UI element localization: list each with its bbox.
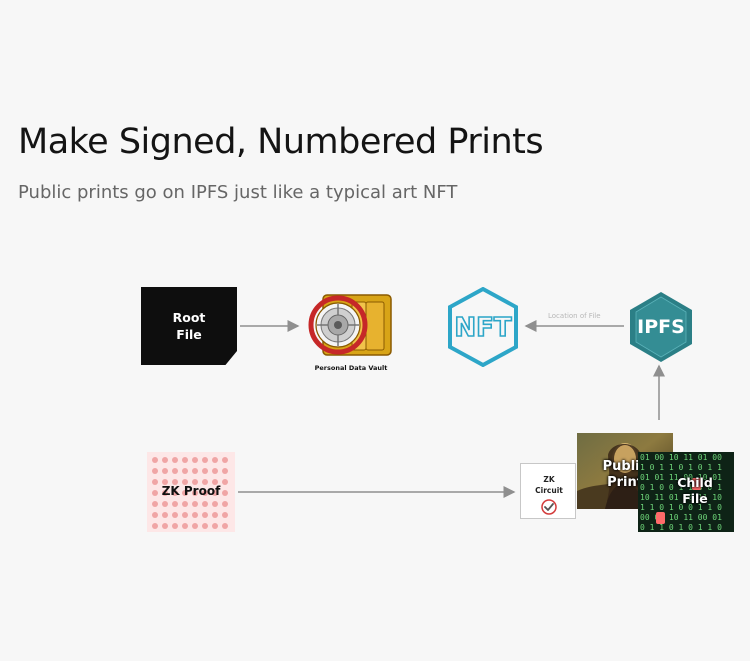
svg-text:0 1 0 0 1 1 0 0 1: 0 1 0 0 1 1 0 0 1 [640, 483, 722, 492]
zk-proof-pattern [147, 452, 235, 532]
child-file-label: Child File [677, 475, 713, 506]
child-file-image: 01 00 10 11 01 00 1 0 1 1 0 1 0 1 1 01 0… [638, 452, 734, 532]
svg-text:01 00 10 11 01 00: 01 00 10 11 01 00 [640, 453, 722, 462]
vault-icon [308, 294, 392, 356]
svg-text:00 01 10 11 00 01: 00 01 10 11 00 01 [640, 513, 722, 522]
zk-circuit-node: ZK Circuit [520, 463, 576, 519]
svg-text:1 0 1 1 0 1 0 1 1: 1 0 1 1 0 1 0 1 1 [640, 463, 722, 472]
root-file-node: Root File [141, 287, 237, 365]
svg-text:1 1 0 1 0 0 1 1 0: 1 1 0 1 0 0 1 1 0 [640, 503, 722, 512]
public-print-label: Public Print [602, 459, 648, 490]
slide-title: Make Signed, Numbered Prints [18, 122, 544, 162]
ipfs-label: IPFS [637, 316, 685, 338]
nft-icon: NFT [448, 287, 518, 367]
root-file-label: Root File [172, 310, 206, 342]
zk-circuit-label: ZK Circuit [535, 475, 563, 495]
slide-subtitle: Public prints go on IPFS just like a typ… [18, 182, 458, 203]
svg-text:0 1 1 0 1 0 1 1 0: 0 1 1 0 1 0 1 1 0 [640, 523, 722, 532]
svg-text:01 01 11 00 10 01: 01 01 11 00 10 01 [640, 473, 722, 482]
location-of-file-label: Location of File [548, 312, 601, 320]
vault-label: Personal Data Vault [314, 364, 388, 372]
ipfs-icon: IPFS [630, 292, 692, 362]
svg-text:NFT: NFT [454, 313, 512, 343]
check-icon [541, 499, 557, 515]
svg-text:10 11 01 00 11 10: 10 11 01 00 11 10 [640, 493, 722, 502]
zk-proof-label: ZK Proof [161, 484, 221, 498]
